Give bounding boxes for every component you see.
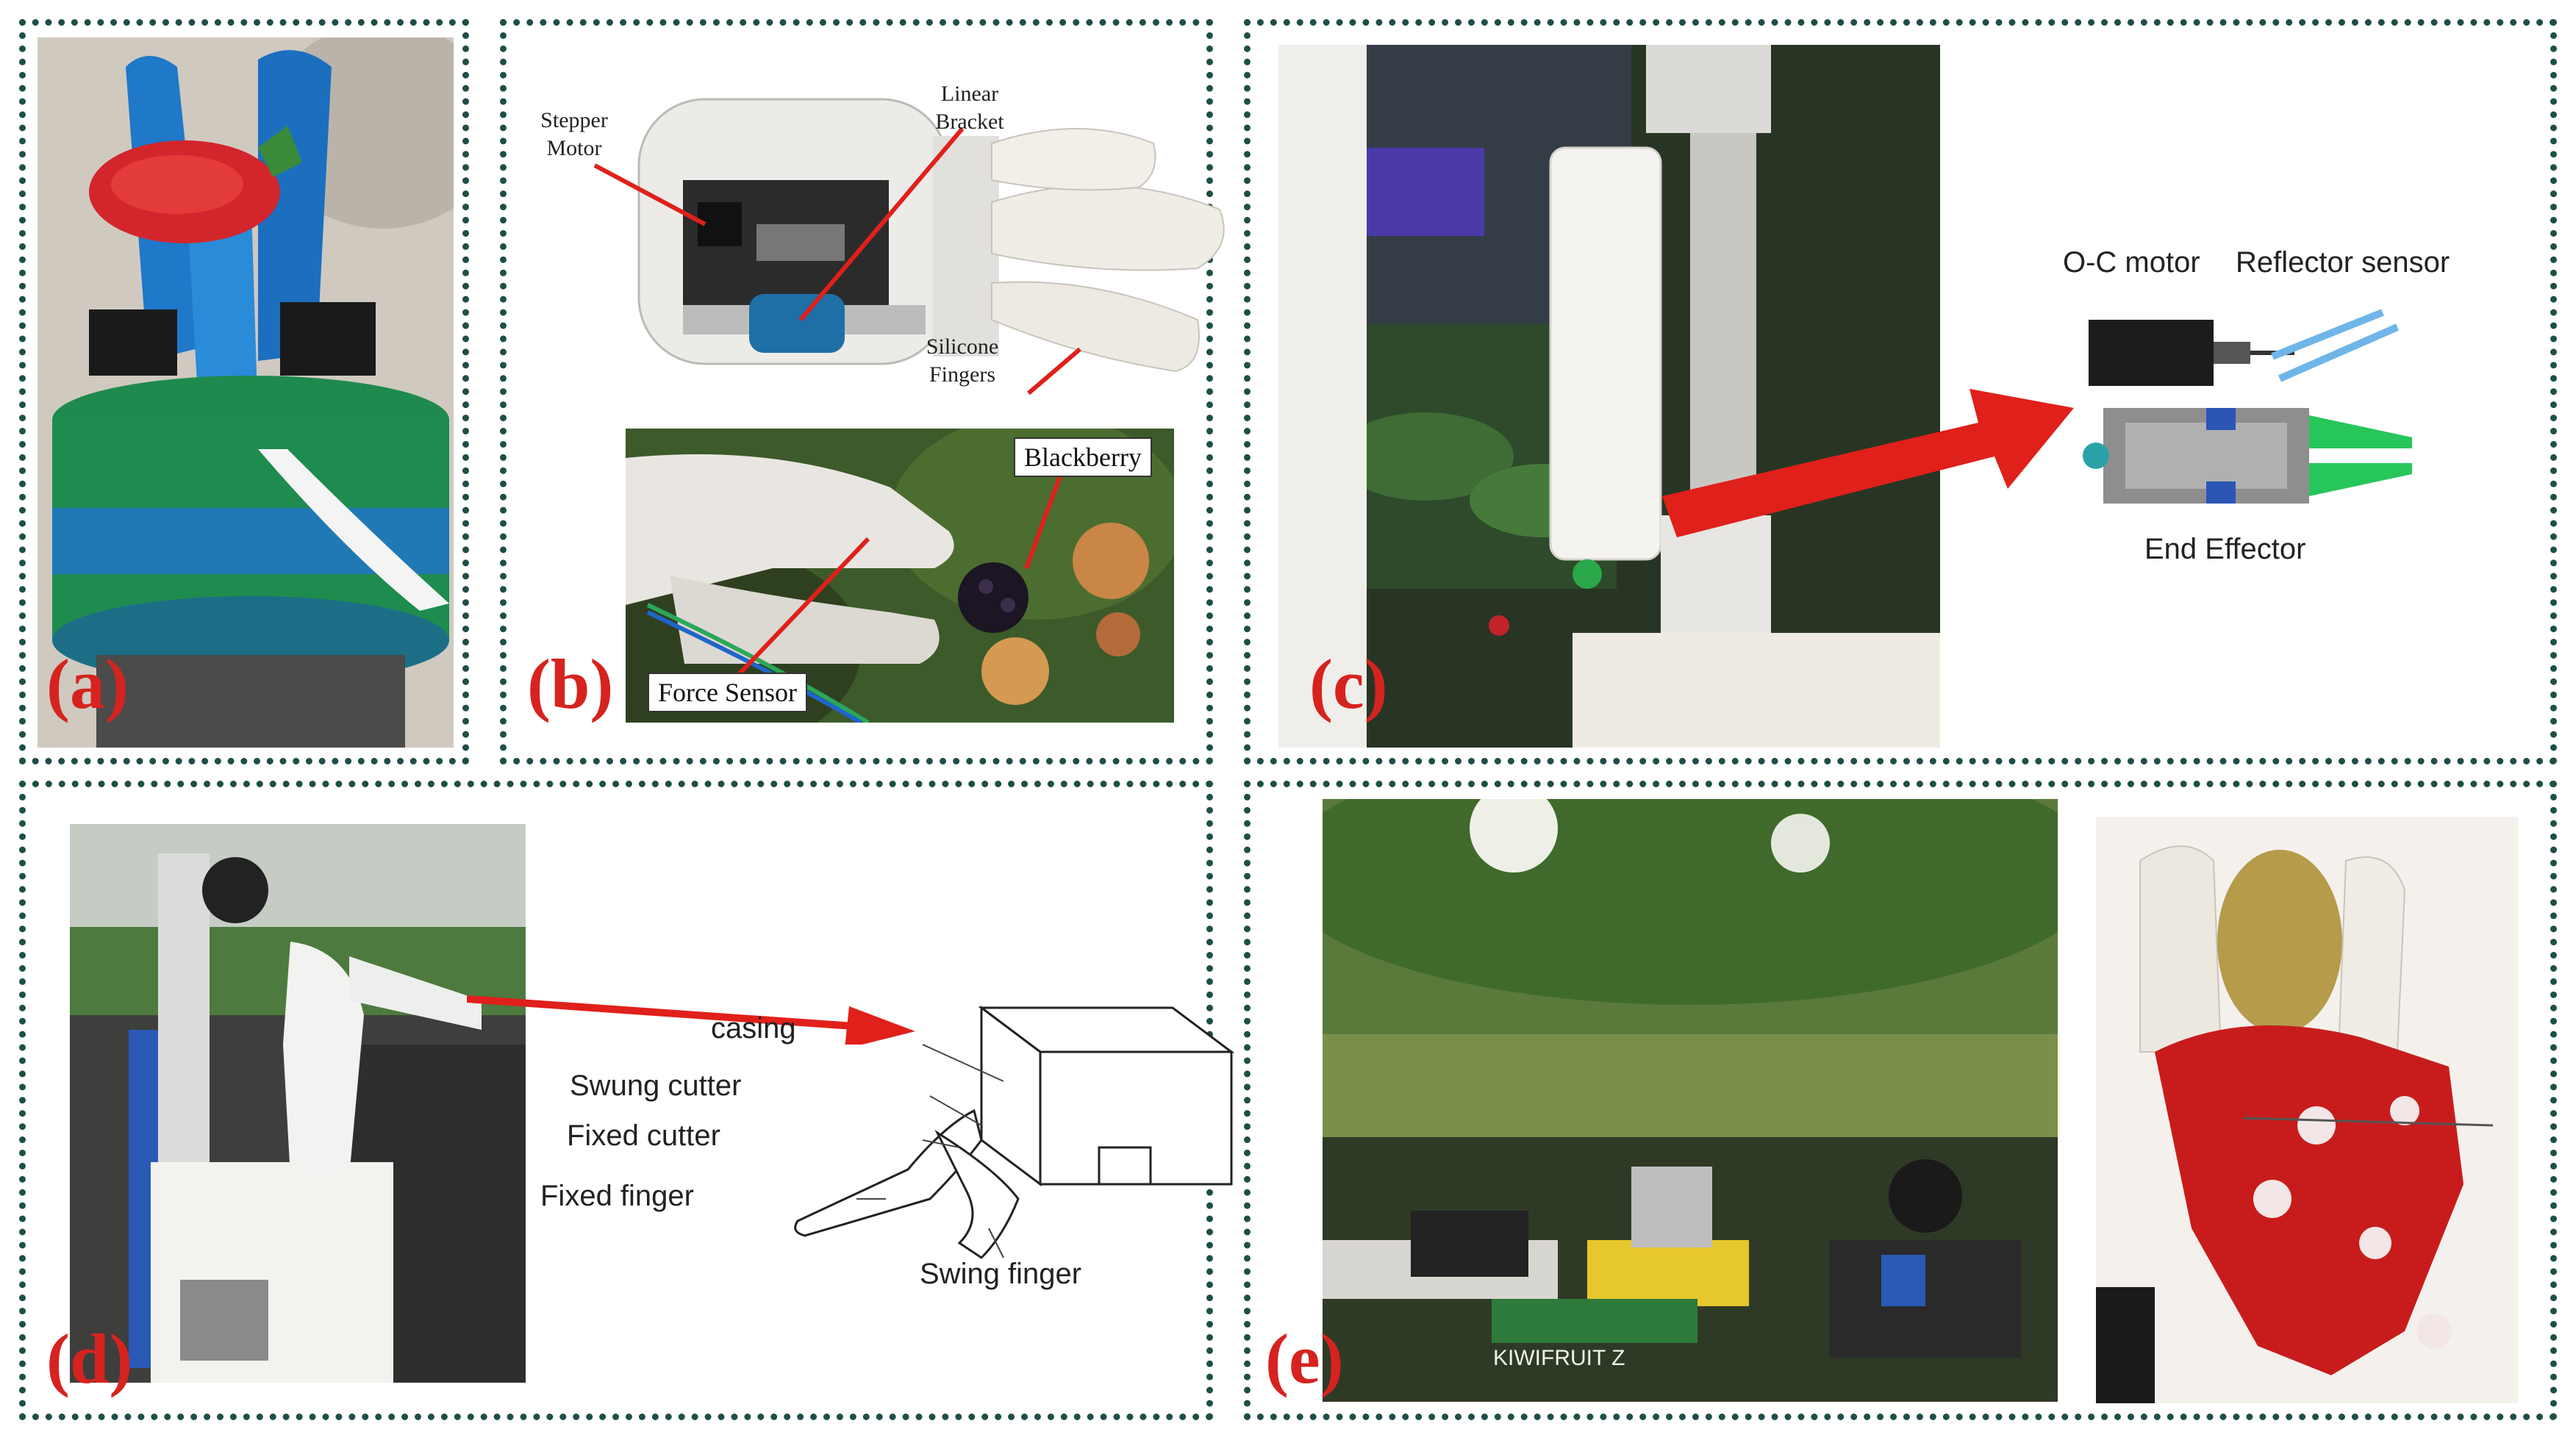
panel-d: casing Swung cutter Fixed cutter Fixed f… xyxy=(19,781,1235,1420)
linear-bracket-pointer xyxy=(798,127,965,321)
stepper-motor-pointer xyxy=(593,163,706,226)
oc-motor-label: O-C motor xyxy=(2063,246,2200,279)
panel-d-red-arrow xyxy=(467,995,915,1045)
stepper-motor-label: Stepper Motor xyxy=(540,108,608,160)
panel-e-tag: (e) xyxy=(1265,1319,1344,1398)
red-gripper-photo xyxy=(2096,817,2518,1403)
end-effector-label: End Effector xyxy=(2144,533,2306,565)
panel-a: (a) xyxy=(19,19,469,764)
swing-finger-pointer xyxy=(988,1228,1004,1258)
strawberry-robot-photo xyxy=(70,824,526,1383)
blackberry-label: Blackberry xyxy=(1014,437,1152,477)
fixed-cutter-pointer xyxy=(922,1139,960,1148)
swing-finger-label: Swing finger xyxy=(920,1258,1082,1290)
kiwifruit-sign: KIWIFRUIT Z xyxy=(1493,1346,1625,1370)
gripper-illustration xyxy=(37,37,454,748)
panel-c-tag: (c) xyxy=(1309,645,1388,723)
panel-b: Stepper Motor Linear Bracket Silicone Fi… xyxy=(500,19,1225,764)
panel-a-tag: (a) xyxy=(46,645,129,723)
panel-b-tag: (b) xyxy=(527,645,614,723)
panel-d-tag: (d) xyxy=(46,1319,133,1398)
casing-label: casing xyxy=(711,1012,796,1045)
red-gripper-scene xyxy=(2096,817,2518,1403)
swung-cutter-pointer xyxy=(929,1095,982,1126)
reflector-sensor-label: Reflector sensor xyxy=(2236,246,2450,279)
kiwi-orchard-photo xyxy=(1323,799,2058,1402)
fixed-cutter-label: Fixed cutter xyxy=(567,1120,720,1152)
panel-c-red-arrow xyxy=(1662,389,2074,537)
silicone-fingers-label: Silicone Fingers xyxy=(926,334,999,387)
swung-cutter-label: Swung cutter xyxy=(570,1070,742,1102)
panel-c: O-C motor Reflector sensor End Effector … xyxy=(1244,19,2557,764)
cutter-line-drawing xyxy=(794,1006,1235,1259)
casing-pointer xyxy=(922,1044,1004,1082)
strawberry-robot-scene xyxy=(70,824,526,1383)
harvester-photo xyxy=(1278,45,1940,748)
kiwi-orchard-scene xyxy=(1323,799,2058,1402)
linear-bracket-label: Linear Bracket xyxy=(935,82,1004,134)
panel-e: KIWIFRUIT Z (e) xyxy=(1244,781,2557,1420)
fixed-finger-label: Fixed finger xyxy=(540,1180,694,1212)
silicone-fingers-pointer xyxy=(1027,347,1081,395)
soft-gripper-render xyxy=(593,98,1225,395)
force-sensor-label: Force Sensor xyxy=(648,673,807,712)
end-effector-diagram xyxy=(2083,309,2412,504)
panel-a-photo-strawberry-gripper xyxy=(37,37,454,748)
harvester-scene xyxy=(1278,45,1940,748)
